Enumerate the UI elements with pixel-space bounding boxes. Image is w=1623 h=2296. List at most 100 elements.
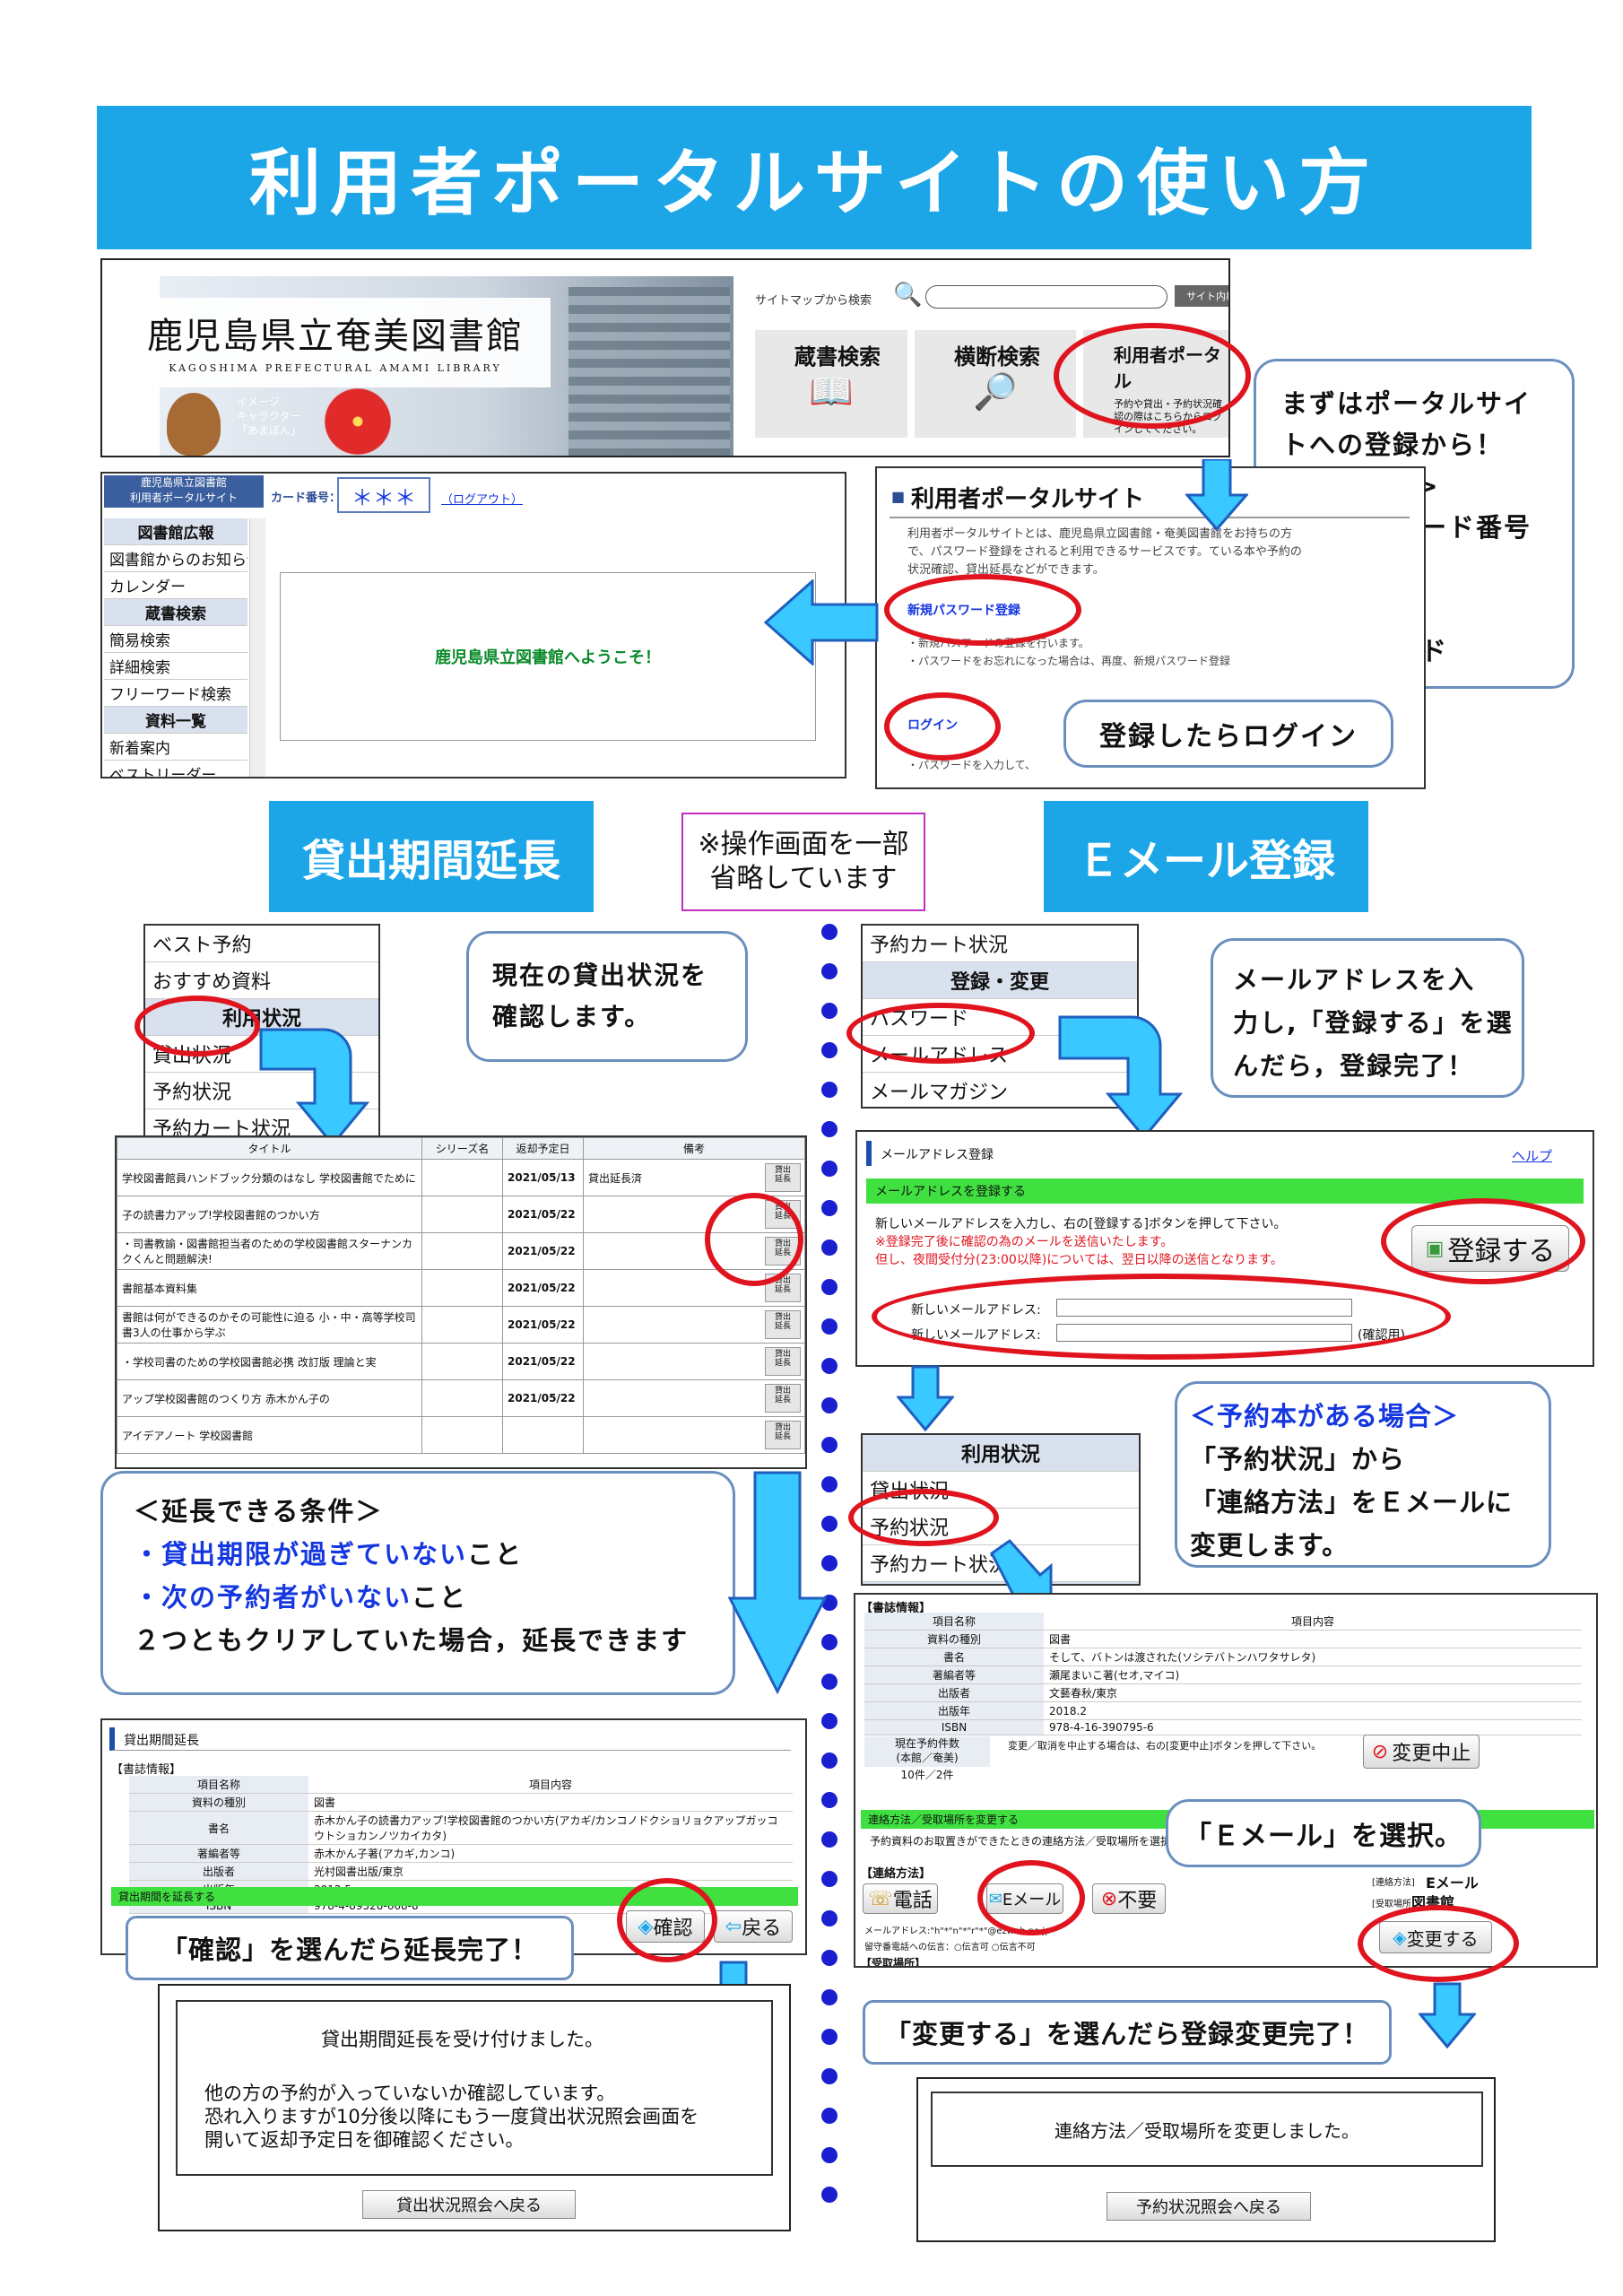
menu-item[interactable]: フリーワード検索 xyxy=(104,680,247,707)
back-button[interactable]: ⇦戻る xyxy=(714,1910,793,1943)
phone-option[interactable]: ☏電話 xyxy=(863,1883,938,1914)
phone-icon: ☏ xyxy=(868,1887,893,1910)
done-message: 他の方の予約が入っていないか確認しています。 xyxy=(204,2083,616,2104)
right-contact-label: [連絡方法] xyxy=(1372,1878,1415,1888)
nav-cross-search[interactable]: 横断検索 🔎 xyxy=(915,330,1076,438)
menu-item[interactable]: ベスト予約 xyxy=(145,926,378,962)
select-email-callout: 「Ｅメール」を選択。 xyxy=(1166,1799,1481,1867)
nav-collection-search[interactable]: 蔵書検索 📖 xyxy=(755,330,907,438)
voicemail-line: 留守番電話への伝言：○伝言可 ○伝言不可 xyxy=(864,1943,1036,1952)
library-name-en: KAGOSHIMA PREFECTURAL AMAMI LIBRARY xyxy=(169,362,502,374)
portal-note: ・パスワードをお忘れになった場合は、再度、新規パスワード登録 xyxy=(907,655,1231,667)
menu-item[interactable]: 予約カート状況 xyxy=(145,1109,378,1137)
menu-item[interactable]: 予約カート状況 xyxy=(863,926,1137,962)
info-value: 978-4-16-390795-6 xyxy=(1044,1719,1582,1735)
menu-item[interactable]: メールマガジン xyxy=(863,1073,1137,1107)
info-header-row: 項目名称項目内容 xyxy=(129,1776,793,1794)
cancel-change-button[interactable]: ⊘変更中止 xyxy=(1363,1735,1480,1769)
cell-text: 書館は何ができるのかその可能性に迫る 小・中・高等学校司書3人の仕事から学ぶ xyxy=(122,1311,416,1339)
divider-dot xyxy=(821,1200,838,1216)
highlight-ring xyxy=(1381,1198,1585,1284)
cell-text: 2021/05/22 xyxy=(508,1208,576,1221)
info-key: 著編者等 xyxy=(129,1844,308,1863)
highlight-ring xyxy=(705,1193,803,1286)
back-arrow-icon: ⇦ xyxy=(725,1915,742,1938)
extend-button[interactable]: 貸出 延長 xyxy=(765,1310,801,1339)
menu-item[interactable]: 新着案内 xyxy=(104,734,247,761)
none-option[interactable]: ⊗不要 xyxy=(1092,1883,1166,1914)
logout-link[interactable]: （ログアウト） xyxy=(441,493,524,507)
highlight-ring xyxy=(848,1489,999,1546)
loan-table: タイトル シリーズ名 返却予定日 備考 学校図書館員ハンドブック分類のはなし 学… xyxy=(117,1137,805,1454)
table-cell-series xyxy=(421,1269,503,1307)
menu-section-header: 登録・変更 xyxy=(863,962,1137,999)
menu-item[interactable]: おすすめ資料 xyxy=(145,962,378,999)
callout-line: 「予約状況」から xyxy=(1190,1444,1406,1474)
dotted-divider xyxy=(821,924,839,2224)
table-cell-title: ・学校司書のための学校図書館必携 改訂版 理論と実 xyxy=(117,1343,422,1380)
info-value: 文藝春秋/東京 xyxy=(1044,1683,1582,1702)
extend-screenshot: 貸出期間延長 【書誌情報】 項目名称項目内容資料の種別図書書名赤木かん子の読書力… xyxy=(100,1718,807,1955)
welcome-panel: 鹿児島県立図書館へようこそ！ xyxy=(280,572,816,741)
menu-item[interactable]: 簡易検索 xyxy=(104,626,247,653)
info-value: 瀬尾まいこ著(セオ,マイコ) xyxy=(1044,1665,1582,1684)
arrow-down xyxy=(897,1365,954,1431)
section-loan-extension: 貸出期間延長 xyxy=(269,801,594,912)
table-cell-title: 書館は何ができるのかその可能性に迫る 小・中・高等学校司書3人の仕事から学ぶ xyxy=(117,1306,422,1344)
extend-button[interactable]: 貸出 延長 xyxy=(765,1384,801,1413)
extend-button[interactable]: 貸出 延長 xyxy=(765,1421,801,1449)
cancel-icon: ⊘ xyxy=(1371,1740,1389,1763)
portal-heading-rule xyxy=(890,517,1410,518)
help-link[interactable]: ヘルプ xyxy=(1512,1148,1553,1164)
message-panel xyxy=(176,2000,773,2176)
table-cell-date: 2021/05/22 xyxy=(502,1196,584,1233)
side-scrollbar[interactable] xyxy=(249,518,265,777)
menu-item[interactable]: 予約カート状況 xyxy=(863,1545,1139,1582)
highlight-ring xyxy=(846,1003,1035,1064)
reserve-callout: ＜予約本がある場合＞ 「予約状況」から 「連絡方法」をＥメールに 変更します。 xyxy=(1175,1381,1551,1568)
back-to-reserve-button[interactable]: 予約状況照会へ戻る xyxy=(1107,2192,1311,2221)
divider-dot xyxy=(821,1516,838,1532)
menu-item[interactable]: 詳細検索 xyxy=(104,653,247,680)
extend-button[interactable]: 貸出 延長 xyxy=(765,1347,801,1376)
menu-item[interactable]: ベストリーダー xyxy=(104,761,247,777)
column-header: 返却予定日 xyxy=(502,1137,584,1160)
menu-section-header: 図書館広報 xyxy=(104,518,247,545)
info-value: 図書 xyxy=(308,1793,793,1812)
highlight-ring xyxy=(135,996,260,1057)
menu-item[interactable]: 図書館からのお知らせ xyxy=(104,545,247,572)
highlight-ring xyxy=(1358,1905,1519,1982)
table-row: 書館は何ができるのかその可能性に迫る 小・中・高等学校司書3人の仕事から学ぶ 20… xyxy=(117,1306,805,1344)
email-desc: 但し、夜間受付分(23:00以降)については、翌日以降の送信となります。 xyxy=(875,1253,1283,1267)
info-row: 著編者等赤木かん子著(アカギ,カンコ) xyxy=(129,1844,793,1863)
info-row: 書名赤木かん子の読書力アップ!学校図書館のつかい方(アカギ/カンコノドクショリョ… xyxy=(129,1811,793,1845)
info-header: 項目名称 xyxy=(864,1613,1044,1631)
divider-dot xyxy=(821,2029,838,2045)
extend-button[interactable]: 貸出 延長 xyxy=(765,1163,801,1192)
portal-header-line: 鹿児島県立図書館 xyxy=(140,476,227,489)
site-search-input[interactable] xyxy=(925,285,1167,309)
cell-text: 2021/05/22 xyxy=(508,1318,576,1331)
extend-done-screenshot: 貸出期間延長を受け付けました。 他の方の予約が入っていないか確認しています。 恐… xyxy=(158,1984,791,2231)
arrow-down xyxy=(259,1028,370,1147)
info-header-row: 項目名称項目内容 xyxy=(864,1613,1582,1631)
cell-text: 貸出延長済 xyxy=(588,1171,643,1185)
divider-dot xyxy=(821,1042,838,1058)
reserve-count-value: 10件／2件 xyxy=(900,1769,954,1781)
divider-dot xyxy=(821,1358,838,1374)
highlight-ring xyxy=(1054,323,1251,429)
menu-item[interactable]: 予約状況 xyxy=(145,1073,378,1109)
cancel-note: 変更／取消を中止する場合は、右の[変更中止]ボタンを押して下さい。 xyxy=(1008,1740,1322,1752)
hibiscus-icon xyxy=(317,386,398,456)
sitemap-link[interactable]: サイトマップから検索 xyxy=(755,294,872,308)
menu-item[interactable]: カレンダー xyxy=(104,572,247,599)
info-key: ISBN xyxy=(864,1719,1044,1735)
divider-dot xyxy=(821,1082,838,1098)
site-search-button[interactable]: サイト内検索 xyxy=(1175,285,1228,307)
omission-note: ※操作画面を一部 省略しています xyxy=(681,813,925,911)
info-row: 書名そして、バトンは渡された(ソシテバトンハワタサレタ) xyxy=(864,1648,1582,1666)
highlight-ring xyxy=(884,692,1001,761)
back-to-loan-button[interactable]: 貸出状況照会へ戻る xyxy=(362,2190,576,2219)
portal-note: ・パスワードを入力して、 xyxy=(907,759,1037,771)
